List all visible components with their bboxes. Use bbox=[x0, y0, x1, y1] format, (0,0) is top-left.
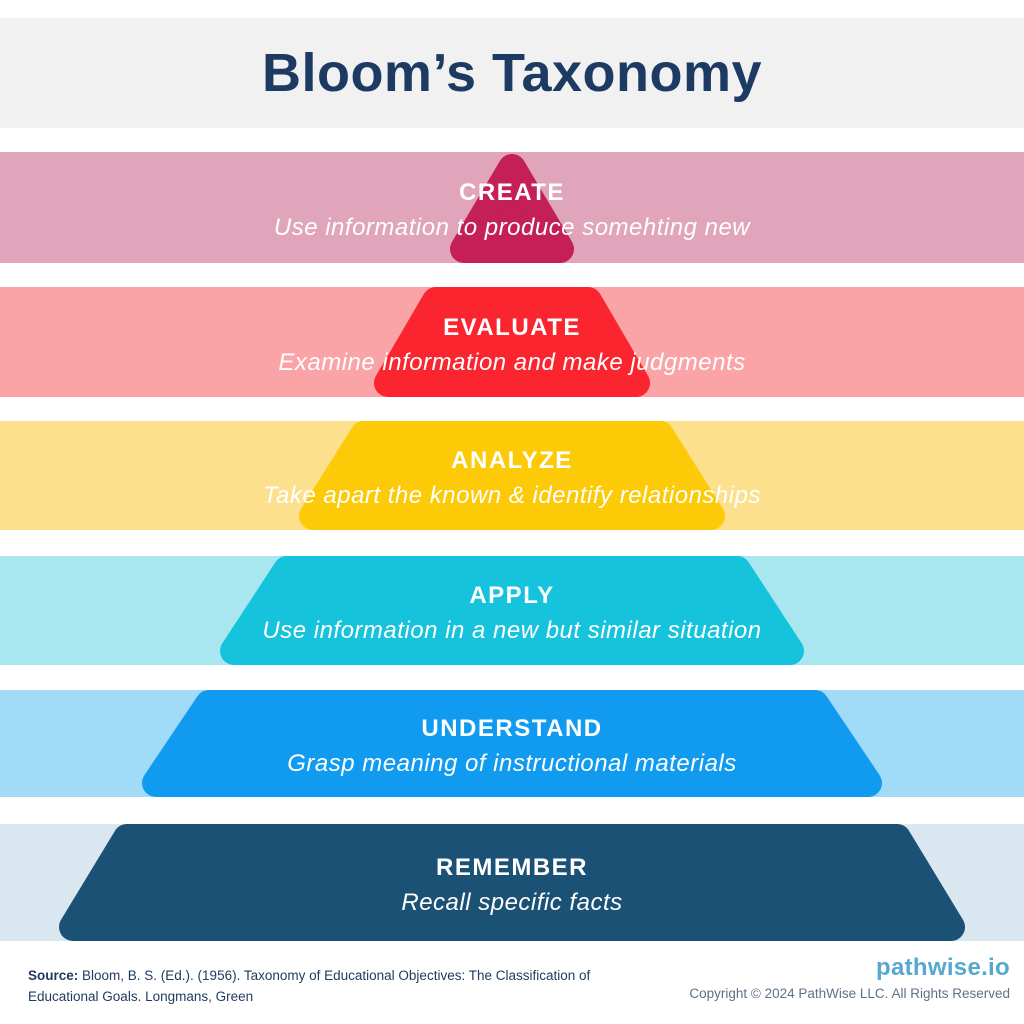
page-title: Bloom’s Taxonomy bbox=[261, 43, 763, 103]
copyright-text: Copyright © 2024 PathWise LLC. All Right… bbox=[689, 986, 1010, 1001]
level-row-remember: REMEMBER Recall specific facts bbox=[0, 824, 1024, 941]
level-row-understand: UNDERSTAND Grasp meaning of instructiona… bbox=[0, 690, 1024, 797]
header-band: Bloom’s Taxonomy bbox=[0, 18, 1024, 128]
understand-trapezoid-shape bbox=[142, 690, 882, 797]
level-label-evaluate: EVALUATE Examine information and make ju… bbox=[0, 287, 1024, 397]
level-description: Examine information and make judgments bbox=[278, 348, 746, 376]
level-description: Grasp meaning of instructional materials bbox=[287, 750, 737, 777]
level-title: UNDERSTAND bbox=[421, 715, 603, 742]
level-row-analyze: ANALYZE Take apart the known & identify … bbox=[0, 421, 1024, 530]
level-description: Recall specific facts bbox=[401, 889, 623, 916]
create-triangle-shape bbox=[450, 154, 574, 263]
level-title: EVALUATE bbox=[443, 313, 581, 341]
level-description: Take apart the known & identify relation… bbox=[263, 482, 761, 509]
level-label-understand: UNDERSTAND Grasp meaning of instructiona… bbox=[0, 690, 1024, 797]
level-description: Use information to produce somehting new bbox=[273, 214, 751, 241]
level-title: REMEMBER bbox=[435, 854, 588, 881]
brand-logo: pathwise.io bbox=[876, 954, 1010, 981]
level-title: CREATE bbox=[459, 179, 565, 206]
source-text: Bloom, B. S. (Ed.). (1956). Taxonomy of … bbox=[28, 968, 591, 1004]
source-note: Source: Bloom, B. S. (Ed.). (1956). Taxo… bbox=[28, 966, 608, 1008]
level-row-evaluate: EVALUATE Examine information and make ju… bbox=[0, 287, 1024, 397]
level-label-remember: REMEMBER Recall specific facts bbox=[0, 824, 1024, 941]
remember-trapezoid-shape bbox=[59, 824, 965, 941]
level-title: APPLY bbox=[469, 582, 555, 609]
evaluate-trapezoid-shape bbox=[374, 287, 650, 397]
level-label-create: CREATE Use information to produce someht… bbox=[0, 152, 1024, 263]
level-title: ANALYZE bbox=[451, 447, 573, 474]
apply-trapezoid-shape bbox=[220, 556, 804, 665]
analyze-trapezoid-shape bbox=[299, 421, 725, 530]
level-row-apply: APPLY Use information in a new but simil… bbox=[0, 556, 1024, 665]
source-label: Source: bbox=[28, 968, 79, 983]
level-label-apply: APPLY Use information in a new but simil… bbox=[0, 556, 1024, 665]
level-description: Use information in a new but similar sit… bbox=[262, 617, 762, 644]
level-row-create: CREATE Use information to produce someht… bbox=[0, 152, 1024, 263]
level-label-analyze: ANALYZE Take apart the known & identify … bbox=[0, 421, 1024, 530]
